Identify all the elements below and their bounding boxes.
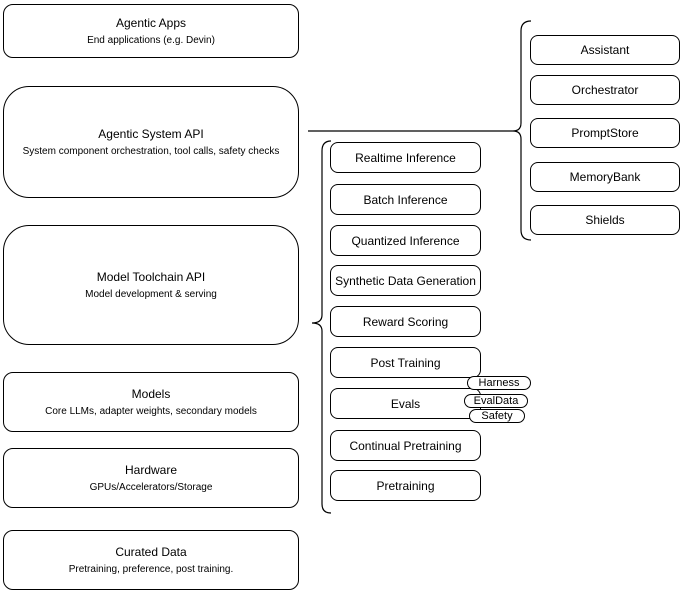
right-column-brace [512,20,532,241]
box-label: Reward Scoring [362,314,449,329]
box-label: Batch Inference [363,192,448,207]
box-realtime-inference: Realtime Inference [330,142,481,173]
box-label: Assistant [580,43,630,57]
box-batch-inference: Batch Inference [330,184,481,215]
box-subtitle: Model development & serving [85,288,217,300]
box-title: Agentic Apps [115,15,187,30]
pill-label: EvalData [473,395,519,407]
box-label: Continual Pretraining [349,438,462,453]
pill-safety: Safety [469,409,525,423]
box-subtitle: Core LLMs, adapter weights, secondary mo… [45,405,257,417]
box-title: Agentic System API [98,126,204,141]
box-label: PromptStore [571,126,639,140]
box-models: Models Core LLMs, adapter weights, secon… [3,372,299,432]
box-memorybank: MemoryBank [530,162,680,192]
middle-column-brace [311,140,332,514]
box-quantized-inference: Quantized Inference [330,225,481,256]
box-post-training: Post Training [330,347,481,378]
box-label: Quantized Inference [351,233,460,248]
box-assistant: Assistant [530,35,680,65]
box-continual-pretraining: Continual Pretraining [330,430,481,461]
box-label: Pretraining [376,478,435,493]
pill-harness: Harness [467,376,531,390]
box-subtitle: Pretraining, preference, post training. [68,563,234,575]
box-model-toolchain-api: Model Toolchain API Model development & … [3,225,299,345]
pill-label: Safety [481,410,513,422]
box-shields: Shields [530,205,680,235]
box-synthetic-data-generation: Synthetic Data Generation [330,265,481,296]
box-title: Model Toolchain API [96,269,206,284]
box-reward-scoring: Reward Scoring [330,306,481,337]
box-hardware: Hardware GPUs/Accelerators/Storage [3,448,299,508]
box-label: Synthetic Data Generation [335,273,476,288]
box-label: Orchestrator [571,83,639,97]
box-label: Realtime Inference [355,150,456,165]
box-title: Curated Data [115,544,187,559]
box-label: Shields [585,213,625,227]
box-promptstore: PromptStore [530,118,680,148]
box-orchestrator: Orchestrator [530,75,680,105]
box-subtitle: System component orchestration, tool cal… [22,145,280,157]
box-pretraining: Pretraining [330,470,481,501]
box-subtitle: End applications (e.g. Devin) [87,34,215,46]
box-agentic-system-api: Agentic System API System component orch… [3,86,299,198]
box-evals: Evals [330,388,481,419]
box-subtitle: GPUs/Accelerators/Storage [89,481,213,493]
box-title: Models [131,386,171,401]
box-label: MemoryBank [569,170,641,184]
box-title: Hardware [124,462,178,477]
box-label: Post Training [370,355,441,370]
box-agentic-apps: Agentic Apps End applications (e.g. Devi… [3,4,299,58]
pill-label: Harness [478,377,520,389]
box-label: Evals [390,396,421,411]
box-curated-data: Curated Data Pretraining, preference, po… [3,530,299,590]
pill-evaldata: EvalData [464,394,528,408]
